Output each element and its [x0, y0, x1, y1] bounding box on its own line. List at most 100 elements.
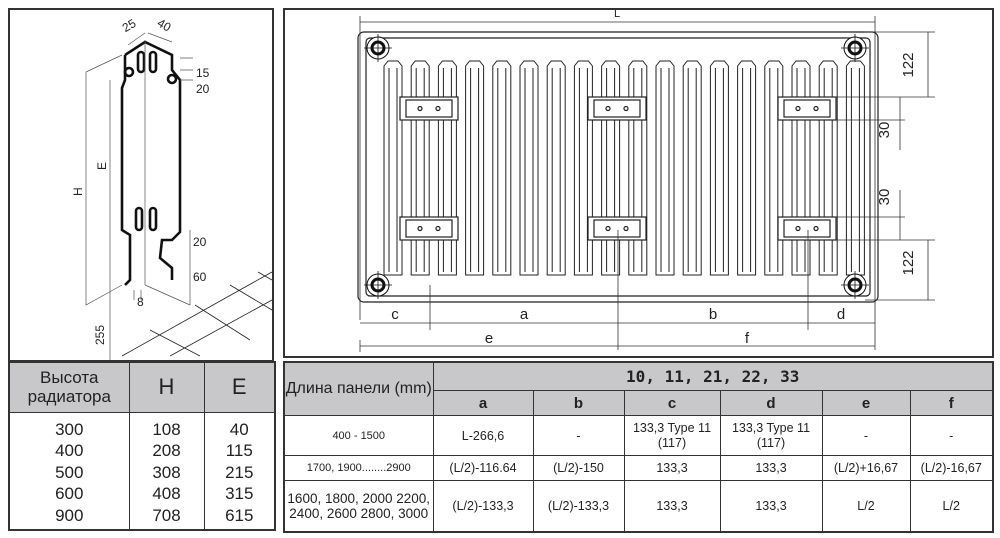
- height-cell: 600: [55, 484, 84, 503]
- dim-a: a: [520, 306, 529, 323]
- dim-20-bottom: 20: [193, 235, 207, 249]
- height-header: Высота радиатора: [8, 361, 130, 413]
- wall-bracket: [587, 96, 647, 121]
- column-header-d: d: [719, 390, 823, 417]
- length-header: Длина панели (mm): [283, 361, 434, 417]
- side-profile-panel: [8, 8, 274, 362]
- wall-bracket: [777, 216, 837, 241]
- dim-20-top: 20: [196, 82, 210, 96]
- value-cell: 133,3: [623, 455, 721, 481]
- wall-bracket: [777, 96, 837, 121]
- connection-nipple-icon: [841, 271, 869, 299]
- dim-15: 15: [196, 66, 210, 80]
- height-cell: 40: [229, 419, 249, 439]
- radiator-fin: [791, 60, 811, 276]
- value-cell: L/2: [821, 479, 911, 533]
- value-cell: (L/2)-133,3: [532, 479, 625, 533]
- connection-nipple-icon: [841, 34, 869, 62]
- front-view-drawing: L c a b d e f 122 30 30 122: [357, 8, 935, 352]
- value-cell: 133,3: [719, 455, 823, 481]
- height-column-2: 40 115 215 315 615: [203, 411, 276, 531]
- dim-30-top: 30: [876, 122, 893, 139]
- height-cell: 215: [225, 462, 254, 482]
- dimension-lines: [359, 16, 935, 352]
- length-cell: 400 - 1500: [283, 415, 434, 457]
- length-cell: 1700, 1900........2900: [283, 455, 434, 481]
- dim-25: 25: [120, 16, 139, 35]
- radiator-profile: [120, 40, 182, 286]
- height-cell: 300: [55, 419, 84, 439]
- value-cell: -: [532, 415, 625, 457]
- radiator-fin: [573, 60, 593, 276]
- column-header-f: f: [909, 390, 994, 417]
- dim-60: 60: [193, 270, 207, 284]
- connection-nipples: [364, 34, 869, 299]
- dim-c: c: [391, 306, 399, 323]
- dim-30-bottom: 30: [876, 189, 893, 206]
- radiator-fin: [492, 60, 512, 276]
- mounting-brackets: [399, 96, 837, 241]
- radiator-fin: [764, 60, 784, 276]
- radiator-fin: [601, 60, 621, 276]
- value-cell: 133,3 Type 11 (117): [719, 415, 823, 457]
- height-cell: 615: [225, 505, 254, 525]
- dim-H: H: [71, 187, 85, 196]
- height-column-1: 108 208 308 408 708: [128, 411, 205, 531]
- height-cell: 115: [225, 441, 253, 460]
- radiator-fin: [410, 60, 430, 276]
- radiator-fin: [655, 60, 675, 276]
- dim-122-bottom: 122: [900, 250, 917, 275]
- height-cell: 400: [55, 441, 84, 460]
- radiator-fin: [845, 60, 865, 276]
- height-cell: 408: [152, 484, 181, 503]
- dim-E: E: [95, 162, 109, 170]
- value-cell: 133,3 Type 11 (117): [623, 415, 721, 457]
- wall-bracket: [399, 216, 459, 241]
- radiator-fin: [682, 60, 702, 276]
- table-row: 1600, 1800, 2000 2200, 2400, 2600 2800, …: [283, 479, 994, 533]
- height-cell: 108: [152, 419, 181, 439]
- column-header-e: e: [821, 390, 911, 417]
- value-cell: (L/2)+16,67: [821, 455, 911, 481]
- dim-b: b: [709, 306, 717, 323]
- dim-255: 255: [93, 325, 107, 345]
- radiator-fin: [437, 60, 457, 276]
- dim-e: e: [485, 330, 493, 347]
- radiator-fin: [383, 60, 403, 276]
- column-header-a: a: [432, 390, 534, 417]
- value-cell: -: [821, 415, 911, 457]
- height-cell: 208: [152, 441, 181, 460]
- wall-bracket: [587, 216, 647, 241]
- height-cell: 315: [225, 484, 254, 503]
- dim-d: d: [837, 306, 845, 323]
- radiator-fin: [709, 60, 729, 276]
- dim-40: 40: [155, 16, 174, 35]
- radiator-fin: [737, 60, 757, 276]
- table-row: 1700, 1900........2900(L/2)-116.64(L/2)-…: [283, 455, 994, 481]
- h-header: H: [128, 361, 205, 413]
- height-cell: 308: [152, 462, 181, 482]
- radiator-fin: [818, 60, 838, 276]
- wall-bracket: [399, 96, 459, 121]
- radiator-fin: [546, 60, 566, 276]
- value-cell: -: [909, 415, 994, 457]
- height-cell: 900: [55, 505, 84, 525]
- value-cell: (L/2)-150: [532, 455, 625, 481]
- radiator-fin: [465, 60, 485, 276]
- column-header-c: c: [623, 390, 721, 417]
- types-header: 10, 11, 21, 22, 33: [432, 361, 994, 392]
- floor-tiles: [121, 271, 273, 357]
- dimension-lines: [85, 32, 193, 360]
- radiator-fin: [628, 60, 648, 276]
- connection-nipple-icon: [364, 34, 392, 62]
- value-cell: (L/2)-133,3: [432, 479, 534, 533]
- value-cell: L-266,6: [432, 415, 534, 457]
- dim-L: L: [614, 8, 620, 20]
- radiator-fin: [519, 60, 539, 276]
- height-cell: 708: [152, 505, 181, 525]
- value-cell: (L/2)-16,67: [909, 455, 994, 481]
- connection-nipple-icon: [364, 271, 392, 299]
